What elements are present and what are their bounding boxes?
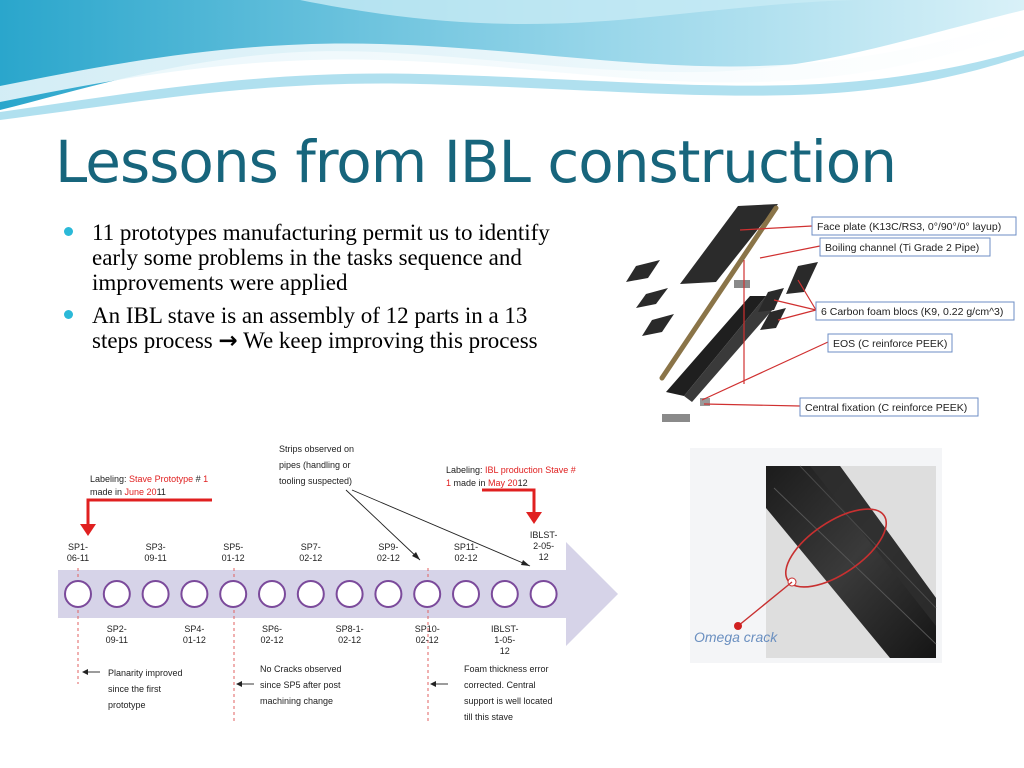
top-tick-label: 02-12 <box>377 553 400 563</box>
no-cracks-note: No Cracks observed since SP5 after post … <box>260 664 344 706</box>
top-tick-label: 01-12 <box>222 553 245 563</box>
timeline-milestone-circle <box>141 580 170 608</box>
timeline-milestone-circle <box>296 580 325 608</box>
top-tick-label: 02-12 <box>299 553 322 563</box>
labeling-left-line2: made in June 2011 <box>90 487 166 497</box>
timeline-milestone-circle <box>490 580 519 608</box>
eos-label: EOS (C reinforce PEEK) <box>833 338 947 350</box>
top-tick-label: SP11- <box>454 542 478 552</box>
timeline-milestone-circle <box>64 580 92 608</box>
timeline-milestone-circle <box>374 580 403 608</box>
omega-profile-shape <box>666 296 766 396</box>
bottom-tick-label: 12 <box>500 646 510 656</box>
strips-note: Strips observed on pipes (handling or to… <box>279 444 357 486</box>
central-fixation-label: Central fixation (C reinforce PEEK) <box>805 402 967 414</box>
foam-bloc-shape <box>642 314 674 336</box>
planarity-note: Planarity improved since the first proto… <box>108 668 185 710</box>
timeline-milestone-circle <box>529 580 558 608</box>
foam-bloc-shape <box>760 308 786 330</box>
foam-bloc-shape <box>626 260 660 282</box>
labeling-right-line2: 1 made in May 2012 <box>446 478 528 488</box>
foam-bloc-shape <box>758 288 784 312</box>
bottom-tick-label: SP2- <box>107 624 127 634</box>
labeling-right-line1: Labeling: IBL production Stave # <box>446 465 576 475</box>
timeline-milestones <box>64 580 558 608</box>
timeline-milestone-circle <box>452 580 480 608</box>
bullet-text: 11 prototypes manufacturing permit us to… <box>92 220 550 295</box>
labeling-left-line1: Labeling: Stave Prototype # 1 <box>90 474 208 484</box>
boiling-channel-label: Boiling channel (Ti Grade 2 Pipe) <box>825 242 979 254</box>
top-tick-label: SP3- <box>146 542 166 552</box>
bullet-list: 11 prototypes manufacturing permit us to… <box>62 220 552 362</box>
top-tick-label: 06-11 <box>67 553 89 563</box>
bottom-tick-label: 09-11 <box>106 635 128 645</box>
foam-bloc-shape <box>636 288 668 308</box>
bullet-item: 11 prototypes manufacturing permit us to… <box>62 220 552 295</box>
bottom-tick-label: 1-05- <box>494 635 515 645</box>
top-tick-labels: SP1-06-11SP3-09-11SP5-01-12SP7-02-12SP9-… <box>67 530 558 563</box>
labeling-right-arrow <box>482 488 536 516</box>
top-tick-label: SP5- <box>223 542 243 552</box>
bottom-tick-label: 02-12 <box>338 635 361 645</box>
timeline-milestone-circle <box>102 580 131 608</box>
foam-note: Foam thickness error corrected. Central … <box>464 664 555 722</box>
top-tick-label: 09-11 <box>144 553 166 563</box>
header-wave-decoration <box>0 0 1024 120</box>
eos-shape <box>734 280 750 288</box>
timeline-milestone-circle <box>219 580 248 608</box>
bottom-tick-label: 02-12 <box>260 635 283 645</box>
top-tick-label: SP1- <box>68 542 88 552</box>
slide-title: Lessons from IBL construction <box>55 128 897 196</box>
stave-parts-figure: Face plate (K13C/RS3, 0°/90°/0° layup) B… <box>618 200 1020 430</box>
bottom-tick-label: IBLST- <box>491 624 519 634</box>
face-plate-label: Face plate (K13C/RS3, 0°/90°/0° layup) <box>817 221 1001 233</box>
top-tick-label: SP9- <box>378 542 398 552</box>
bottom-tick-label: SP8-1- <box>336 624 364 634</box>
carbon-foam-label: 6 Carbon foam blocs (K9, 0.22 g/cm^3) <box>821 306 1003 318</box>
bullet-text-tail: We keep improving this process <box>237 328 538 353</box>
top-tick-label: 12 <box>539 552 549 562</box>
foam-bloc-shape <box>786 262 818 294</box>
bullet-text: An IBL stave is an assembly of 12 parts … <box>92 303 528 353</box>
bottom-tick-label: SP4- <box>184 624 204 634</box>
omega-crack-photo: Omega crack <box>690 448 942 663</box>
bottom-tick-labels: SP2-09-11SP4-01-12SP6-02-12SP8-1-02-12SP… <box>106 624 519 656</box>
timeline-milestone-circle <box>413 580 442 608</box>
bottom-tick-label: 02-12 <box>416 635 439 645</box>
top-tick-label: IBLST- <box>530 530 558 540</box>
boiling-channel-shape <box>659 205 779 381</box>
top-tick-label: 2-05- <box>533 541 554 551</box>
top-tick-label: 02-12 <box>454 553 477 563</box>
omega-crack-label: Omega crack <box>694 629 778 645</box>
timeline-milestone-circle <box>180 580 209 608</box>
bottom-tick-label: SP10- <box>415 624 440 634</box>
timeline-milestone-circle <box>335 580 364 608</box>
arrow-right-icon: → <box>218 328 238 354</box>
central-fixation-shape <box>662 414 690 422</box>
bottom-tick-label: SP6- <box>262 624 282 634</box>
labeling-left-arrow <box>86 498 212 528</box>
bottom-tick-label: 01-12 <box>183 635 206 645</box>
top-tick-label: SP7- <box>301 542 321 552</box>
timeline-milestone-circle <box>258 580 286 608</box>
face-plate-shape <box>680 204 778 284</box>
bullet-item: An IBL stave is an assembly of 12 parts … <box>62 303 552 354</box>
